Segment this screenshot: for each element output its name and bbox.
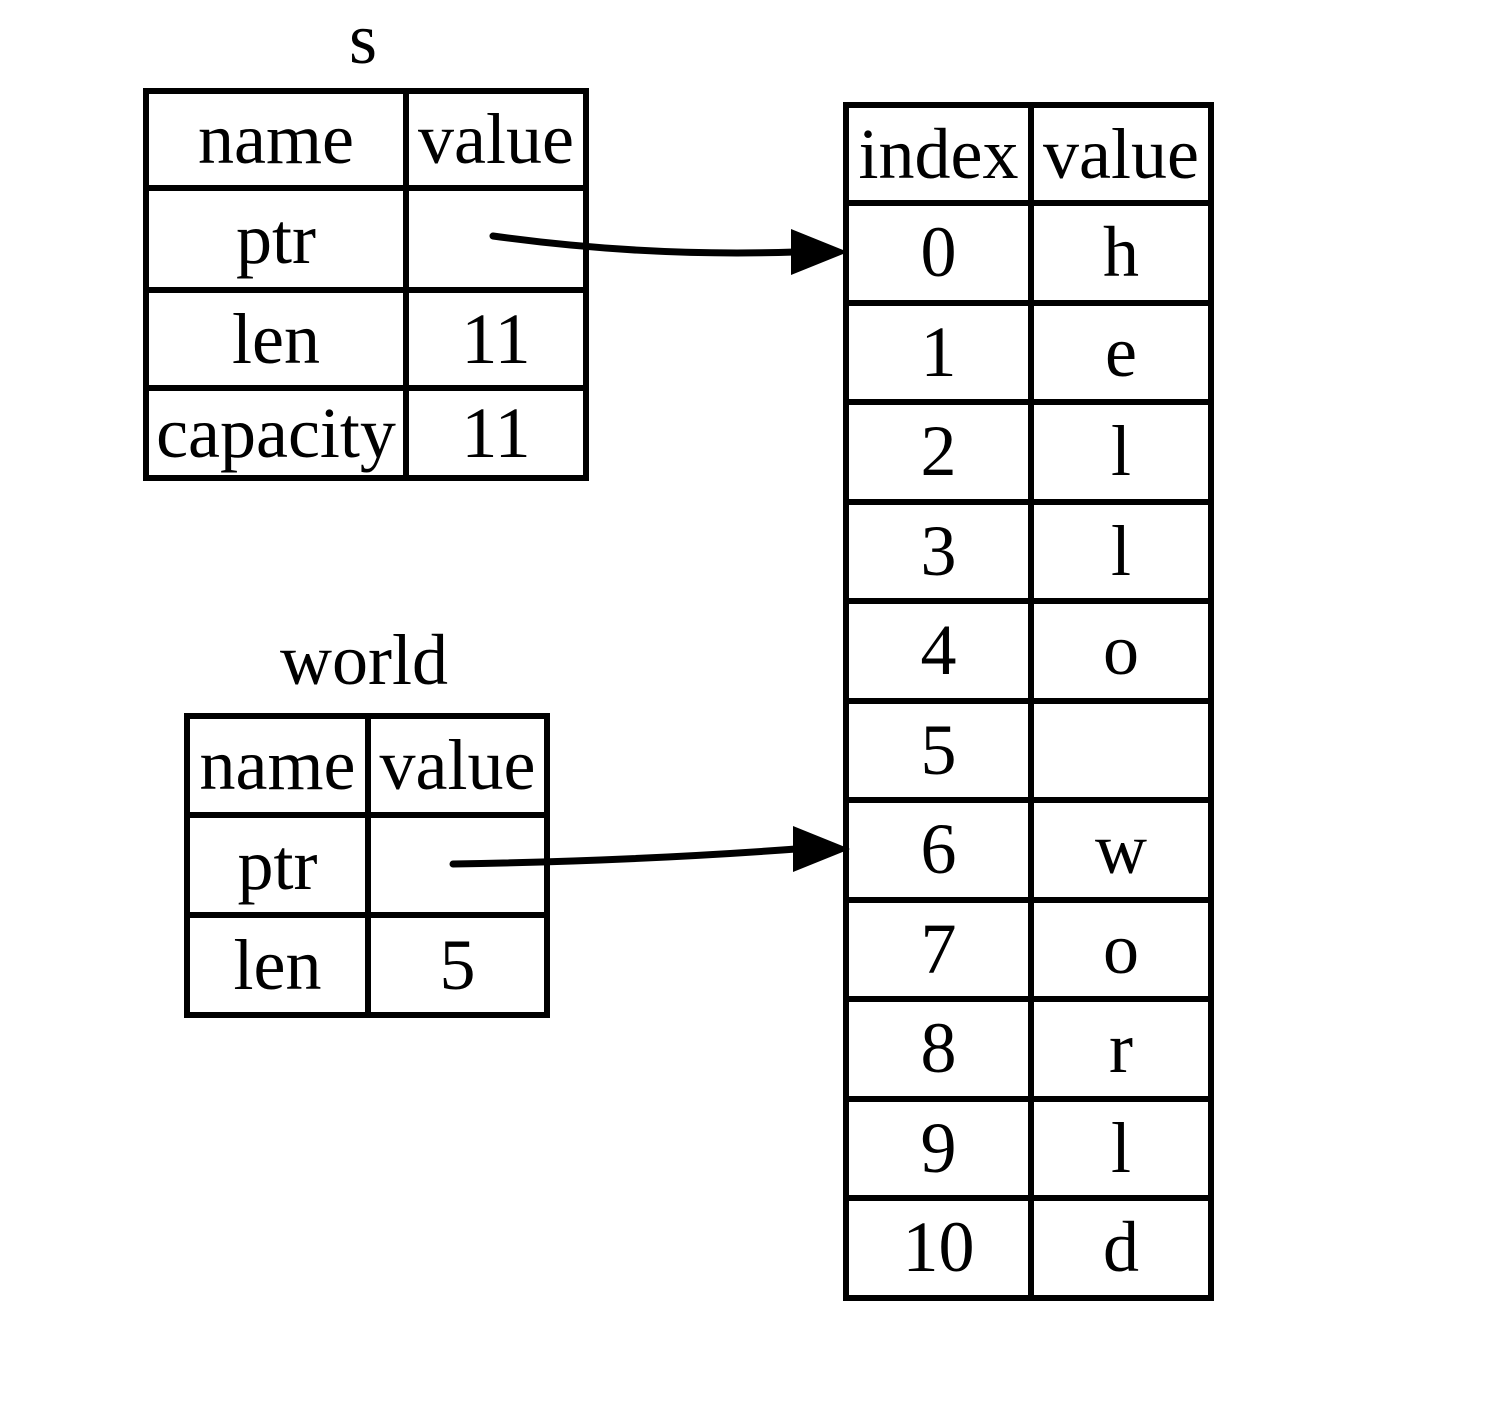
memory-row-10-index-cell: 10 (843, 1195, 1034, 1301)
table-row: len 5 (184, 912, 550, 1018)
s-ptr-arrowhead-icon (791, 229, 848, 275)
table-row: name value (184, 713, 550, 818)
memory-row-6-index-cell: 6 (843, 797, 1034, 903)
table-row: 4 o (843, 598, 1214, 704)
memory-row-4-index-cell: 4 (843, 598, 1034, 704)
world-header-name-cell: name (184, 713, 371, 818)
struct-s-title: s (348, 0, 378, 79)
table-row: 10 d (843, 1195, 1214, 1301)
memory-row-8-value-cell: r (1028, 996, 1214, 1102)
struct-world-table: name value ptr len 5 (184, 713, 550, 1018)
memory-row-10-value-cell: d (1028, 1195, 1214, 1301)
memory-row-7-index-cell: 7 (843, 896, 1034, 1002)
s-ptr-name-cell: ptr (143, 185, 409, 293)
memory-row-4-value-cell: o (1028, 598, 1214, 704)
world-len-value-cell: 5 (365, 912, 550, 1018)
table-row: 3 l (843, 498, 1214, 604)
world-len-name-cell: len (184, 912, 371, 1018)
struct-world-title: world (280, 620, 448, 700)
s-capacity-value-cell: 11 (403, 385, 589, 481)
table-row: 8 r (843, 996, 1214, 1102)
memory-row-9-value-cell: l (1028, 1095, 1214, 1201)
s-header-value-cell: value (403, 88, 589, 191)
memory-row-3-value-cell: l (1028, 498, 1214, 604)
s-len-name-cell: len (143, 287, 409, 391)
s-ptr-value-cell (403, 185, 589, 293)
s-len-value-cell: 11 (403, 287, 589, 391)
table-row: index value (843, 102, 1214, 206)
world-ptr-value-cell (365, 812, 550, 918)
memory-row-0-index-cell: 0 (843, 200, 1034, 306)
world-ptr-name-cell: ptr (184, 812, 371, 918)
memory-row-2-index-cell: 2 (843, 399, 1034, 505)
world-header-value-cell: value (365, 713, 550, 818)
s-header-name-cell: name (143, 88, 409, 191)
struct-s-table: name value ptr len 11 capacity 11 (143, 88, 589, 481)
memory-row-0-value-cell: h (1028, 200, 1214, 306)
s-capacity-name-cell: capacity (143, 385, 409, 481)
table-row: 5 (843, 697, 1214, 803)
table-row: 7 o (843, 896, 1214, 1002)
table-row: 9 l (843, 1095, 1214, 1201)
memory-row-1-value-cell: e (1028, 299, 1214, 405)
table-row: 0 h (843, 200, 1214, 306)
memory-row-5-value-cell (1028, 697, 1214, 803)
table-row: 6 w (843, 797, 1214, 903)
memory-row-8-index-cell: 8 (843, 996, 1034, 1102)
table-row: name value (143, 88, 589, 191)
memory-header-value-cell: value (1028, 102, 1214, 206)
table-row: 1 e (843, 299, 1214, 405)
memory-row-6-value-cell: w (1028, 797, 1214, 903)
table-row: 2 l (843, 399, 1214, 505)
memory-row-3-index-cell: 3 (843, 498, 1034, 604)
table-row: capacity 11 (143, 385, 589, 481)
memory-header-index-cell: index (843, 102, 1034, 206)
memory-table: index value 0 h 1 e 2 l 3 l 4 o (843, 102, 1214, 1301)
table-row: ptr (184, 812, 550, 918)
memory-row-9-index-cell: 9 (843, 1095, 1034, 1201)
world-ptr-arrowhead-icon (793, 826, 850, 872)
memory-row-7-value-cell: o (1028, 896, 1214, 1002)
memory-row-5-index-cell: 5 (843, 697, 1034, 803)
memory-row-1-index-cell: 1 (843, 299, 1034, 405)
memory-row-2-value-cell: l (1028, 399, 1214, 505)
table-row: ptr (143, 185, 589, 293)
table-row: len 11 (143, 287, 589, 391)
